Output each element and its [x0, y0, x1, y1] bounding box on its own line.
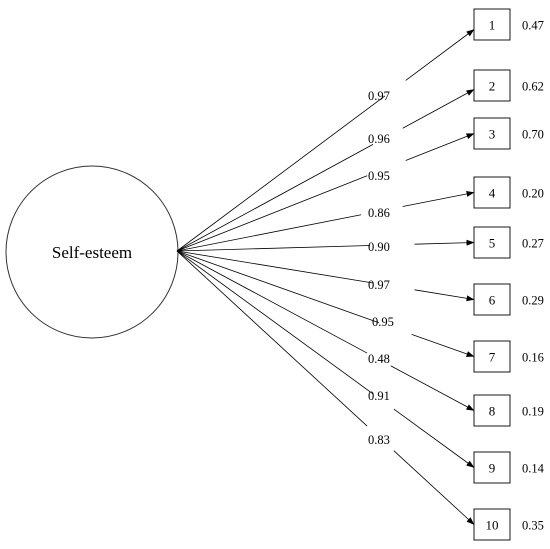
- indicator-label: 7: [489, 350, 496, 365]
- indicator-label: 8: [489, 404, 496, 419]
- error-variance-label: 0.29: [522, 294, 544, 308]
- loading-path-segment: [176, 250, 368, 354]
- loading-path-arrow: [402, 191, 475, 207]
- factor-loading-label: 0.97: [368, 278, 390, 292]
- indicator-box: [473, 508, 511, 541]
- indicator-label: 10: [486, 518, 499, 533]
- factor-loading-label: 0.97: [368, 89, 390, 103]
- error-variance-label: 0.47: [522, 19, 544, 33]
- factor-loading-label: 0.96: [368, 132, 390, 146]
- loading-path-segment: [176, 250, 368, 427]
- loading-path-arrow: [414, 289, 475, 302]
- indicator-box: [473, 69, 511, 102]
- latent-factor-label: Self-esteem: [52, 243, 132, 262]
- error-variance-label: 0.70: [522, 128, 544, 142]
- latent-factor: Self-esteem: [5, 165, 179, 339]
- factor-loading-label: 0.48: [368, 352, 390, 366]
- indicator-label: 5: [489, 236, 496, 251]
- loading-path-arrow: [402, 89, 475, 129]
- error-variance-label: 0.16: [522, 351, 544, 365]
- loading-path-segment: [176, 250, 380, 324]
- error-variance-label: 0.20: [522, 187, 544, 201]
- factor-loading-label: 0.83: [368, 433, 390, 447]
- indicator-label: 9: [489, 461, 496, 476]
- factor-loading-label: 0.95: [372, 315, 394, 329]
- error-variance-label: 0.19: [522, 405, 544, 419]
- indicator-box: [473, 117, 511, 150]
- factor-loading-paths: 0.97 0.96 0.95 0.86 0.90 0.97 0.95 0.48 0.91 0.83: [176, 29, 475, 525]
- indicator-box: [473, 394, 511, 427]
- loading-path-segment: [176, 95, 386, 252]
- indicator-label: 3: [489, 127, 496, 142]
- indicator-box: [473, 283, 511, 316]
- error-variance-label: 0.14: [522, 462, 545, 476]
- indicator-box: [473, 176, 511, 209]
- loading-path-arrow: [411, 333, 475, 357]
- loading-path-segment: [176, 144, 374, 252]
- error-variance-label: 0.62: [522, 80, 544, 94]
- loading-path-segment: [176, 175, 368, 252]
- indicator-box: [473, 226, 511, 259]
- loading-path-segment: [176, 214, 362, 252]
- factor-loading-label: 0.90: [368, 240, 390, 254]
- indicator-box: [473, 340, 511, 373]
- error-variance-label: 0.27: [522, 237, 544, 251]
- factor-loading-label: 0.91: [368, 389, 390, 403]
- loading-path-segment: [176, 250, 374, 284]
- factor-loading-label: 0.95: [368, 169, 390, 183]
- indicator-label: 6: [489, 293, 496, 308]
- indicator-label: 1: [489, 18, 496, 33]
- loading-path-arrow: [390, 365, 475, 411]
- loading-path-arrow: [405, 29, 475, 81]
- factor-loading-label: 0.86: [368, 206, 390, 220]
- indicator-box: [473, 8, 511, 41]
- indicator-label: 4: [489, 186, 496, 201]
- loading-path-arrow: [393, 408, 475, 468]
- loading-path-arrow: [393, 450, 475, 525]
- indicator-label: 2: [489, 79, 496, 94]
- loading-path-segment: [176, 245, 371, 252]
- loading-path-arrow: [414, 239, 475, 246]
- loading-path-arrow: [405, 133, 475, 161]
- error-variance-label: 0.35: [522, 519, 544, 533]
- indicator-box: [473, 451, 511, 484]
- loading-path-segment: [176, 250, 374, 395]
